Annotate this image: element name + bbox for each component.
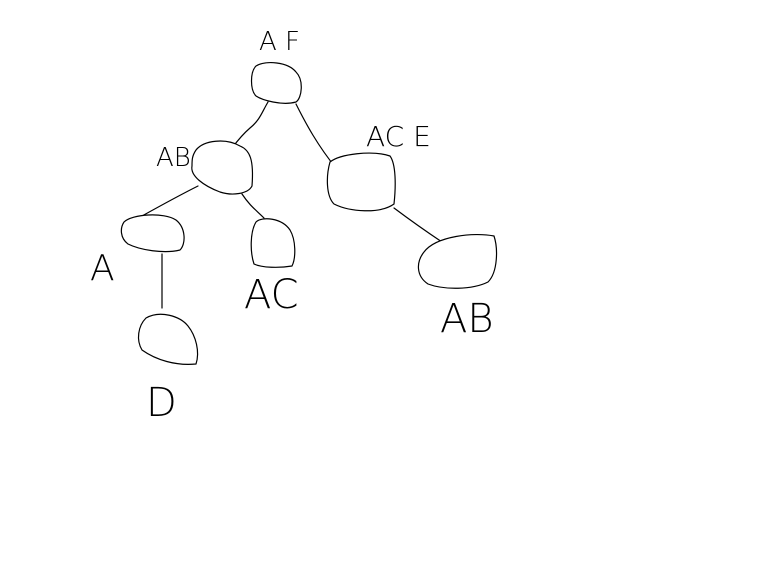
edge-ace-ableaf [393,207,443,243]
node-root [250,62,302,104]
edge-root-ab [231,101,269,149]
label-a: A [90,248,115,289]
label-ab: AB [156,143,191,173]
node-d [137,313,199,365]
edge-ab-ac [241,193,265,219]
edge-ab-a [141,185,199,217]
node-ace [326,152,396,212]
label-ac: AC [244,272,299,318]
label-d: D [146,380,177,426]
label-root: A F [259,27,300,57]
label-ab-leaf: AB [440,296,494,342]
node-ac [250,218,296,268]
node-a [120,214,185,253]
edge-root-ace [295,103,337,169]
label-ace: AC E [366,120,431,153]
node-ab [191,140,254,195]
node-ableaf [417,233,498,289]
